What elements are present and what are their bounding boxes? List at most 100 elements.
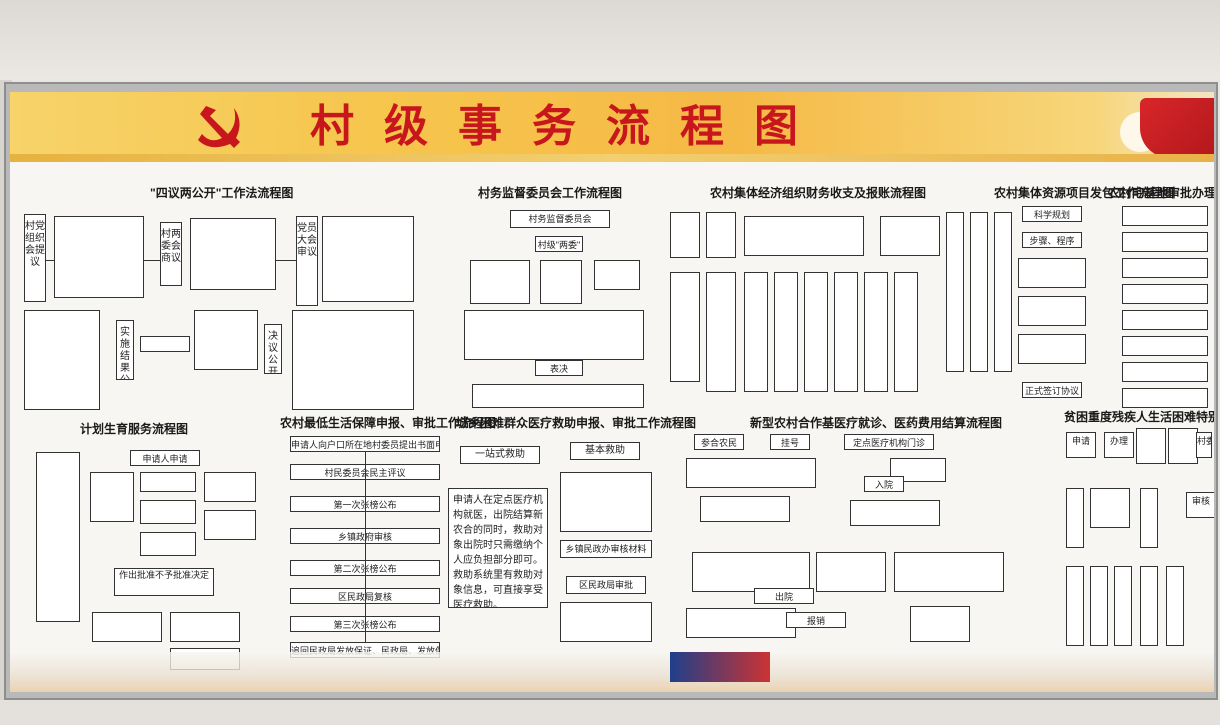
flow-box-step <box>1122 258 1208 278</box>
flow-box-step <box>1122 206 1208 226</box>
flow-box-basic-aid: 基本救助 <box>570 442 640 460</box>
flow-box-text-block <box>1018 258 1086 288</box>
flow-box-text-block <box>1018 334 1086 364</box>
flow-box-committee-discussion: 村两委会商议 <box>160 222 182 286</box>
flow-box-column <box>1066 566 1084 646</box>
flow-box-text-block <box>1168 428 1198 464</box>
flow-box-column <box>774 272 798 392</box>
section-title-four-discussions: "四议两公开"工作法流程图 <box>150 186 294 200</box>
connector <box>144 260 160 261</box>
flow-step-1: 申请人向户口所在地村委员提出书面申请 <box>290 436 440 452</box>
flow-box-decision-public: 决议公开 <box>264 324 282 374</box>
footer-banner-image <box>670 652 770 682</box>
flow-box-text-block <box>1090 488 1130 528</box>
flow-box-step <box>140 500 196 524</box>
flow-box-column <box>864 272 888 392</box>
flow-box-text-block <box>54 216 144 298</box>
title-banner: 村级事务流程图 <box>10 92 1214 162</box>
flow-box-text-block <box>560 472 652 532</box>
flow-box-decision: 作出批准不予批准决定 <box>114 568 214 596</box>
flow-box-text-block <box>880 216 940 256</box>
flow-box-text-block <box>686 608 796 638</box>
flow-box-text-block <box>670 212 700 258</box>
flow-box-column <box>804 272 828 392</box>
party-emblem-icon <box>198 106 240 148</box>
flow-box-text-block <box>24 310 100 410</box>
section-title-medical-aid: 城乡困难群众医疗救助申报、审批工作流程图 <box>456 416 697 430</box>
flow-box-text-block <box>706 212 736 258</box>
flow-box-text-block <box>1136 428 1166 464</box>
flow-box-text-block <box>560 602 652 642</box>
flow-box-discharge: 出院 <box>754 588 814 604</box>
flow-box-text-block <box>194 310 258 370</box>
flow-box-steps: 步骤、程序 <box>1022 232 1082 248</box>
flow-box-township-review: 乡镇民政办审核材料 <box>560 540 652 558</box>
flow-box-text-block <box>204 510 256 540</box>
flow-box-party-proposal: 村党组织会提议 <box>24 214 46 302</box>
flow-box-text-block <box>700 496 790 522</box>
page-title: 村级事务流程图 <box>310 101 828 152</box>
flow-box-text-block <box>910 606 970 642</box>
section-title-coop-medical: 新型农村合作基医疗就诊、医药费用结算流程图 <box>750 416 1003 430</box>
flow-box-column <box>946 212 964 372</box>
flow-box-text-block <box>292 310 414 410</box>
flow-box-text-block <box>1018 296 1086 326</box>
flow-box-text-block <box>744 216 864 256</box>
section-title-minimum-living: 农村最低生活保障申报、审批工作流程图 <box>280 416 497 430</box>
flow-box-reimburse: 报销 <box>786 612 846 628</box>
flag-icon <box>1140 98 1214 158</box>
flow-box-participant: 参合农民 <box>694 434 744 450</box>
flow-box-village-committees: 村级"两委" <box>535 236 583 252</box>
flow-box-text-block <box>170 612 240 642</box>
flow-box-column <box>744 272 768 392</box>
connector <box>276 260 296 261</box>
flow-box-column <box>1140 566 1158 646</box>
flow-box-text-block <box>470 260 530 304</box>
flow-box-one-stop: 一站式救助 <box>460 446 540 464</box>
flow-box-admit: 入院 <box>864 476 904 492</box>
flow-box-column <box>1140 488 1158 548</box>
section-title-family-planning: 计划生育服务流程图 <box>80 422 189 436</box>
flow-box-step <box>1122 336 1208 356</box>
flow-box-column <box>894 272 918 392</box>
flow-box-text-block <box>850 500 940 526</box>
flow-box-text-block <box>692 552 810 592</box>
flow-box-register: 挂号 <box>770 434 810 450</box>
flow-box-text-block <box>190 218 276 290</box>
flow-box-clinic: 定点医疗机构门诊 <box>844 434 934 450</box>
connector <box>46 260 54 261</box>
flow-box-text-block <box>36 452 80 622</box>
flow-box-village: 村委会 <box>1196 432 1212 458</box>
flow-box-organize <box>140 336 190 352</box>
section-title-resource-contract: 农村集体资源项目发包工作流程图 <box>994 186 1175 200</box>
flow-box-column <box>1114 566 1132 646</box>
wall-bottom <box>0 700 1220 725</box>
flow-box-supervision-committee: 村务监督委员会 <box>510 210 610 228</box>
flow-box-sign-agreement: 正式签订协议 <box>1022 382 1082 398</box>
flow-box-text-block <box>816 552 886 592</box>
section-title-disabled-aid: 贫困重度残疾人生活困难特别救助工作流程图 <box>1064 410 1214 424</box>
section-title-homestead: 农村宅基地审批办理工作流程图 <box>1108 186 1214 200</box>
flow-box-text-block <box>90 472 134 522</box>
flow-box-step <box>1122 232 1208 252</box>
flow-box-district-approve: 区民政局审批 <box>566 576 646 594</box>
decorative-skyline <box>10 652 1214 692</box>
connector <box>365 452 366 642</box>
flow-box-step <box>140 472 196 492</box>
flow-box-step <box>1122 362 1208 382</box>
flow-box-column <box>1166 566 1184 646</box>
flow-box-description: 申请人在定点医疗机构就医，出院结算新农合的同时，救助对象出院时只需缴纳个人应负担… <box>448 488 548 608</box>
flow-box-planning: 科学规划 <box>1022 206 1082 222</box>
banner-stripe <box>10 154 1214 162</box>
flow-box-text-block <box>594 260 640 290</box>
flow-box-handle: 办理 <box>1104 432 1134 458</box>
flow-box-column <box>834 272 858 392</box>
flow-box-text-block <box>686 458 816 488</box>
flow-box-member-review: 党员大会审议 <box>296 216 318 306</box>
flow-box-apply: 申请人申请 <box>130 450 200 466</box>
flow-box-text-block <box>540 260 582 304</box>
flow-box-text-block <box>204 472 256 502</box>
wall-background <box>0 0 1220 80</box>
flow-box-text-block <box>706 272 736 392</box>
bulletin-board: 村级事务流程图 "四议两公开"工作法流程图 村党组织会提议 村两委会商议 党员大… <box>10 92 1214 692</box>
